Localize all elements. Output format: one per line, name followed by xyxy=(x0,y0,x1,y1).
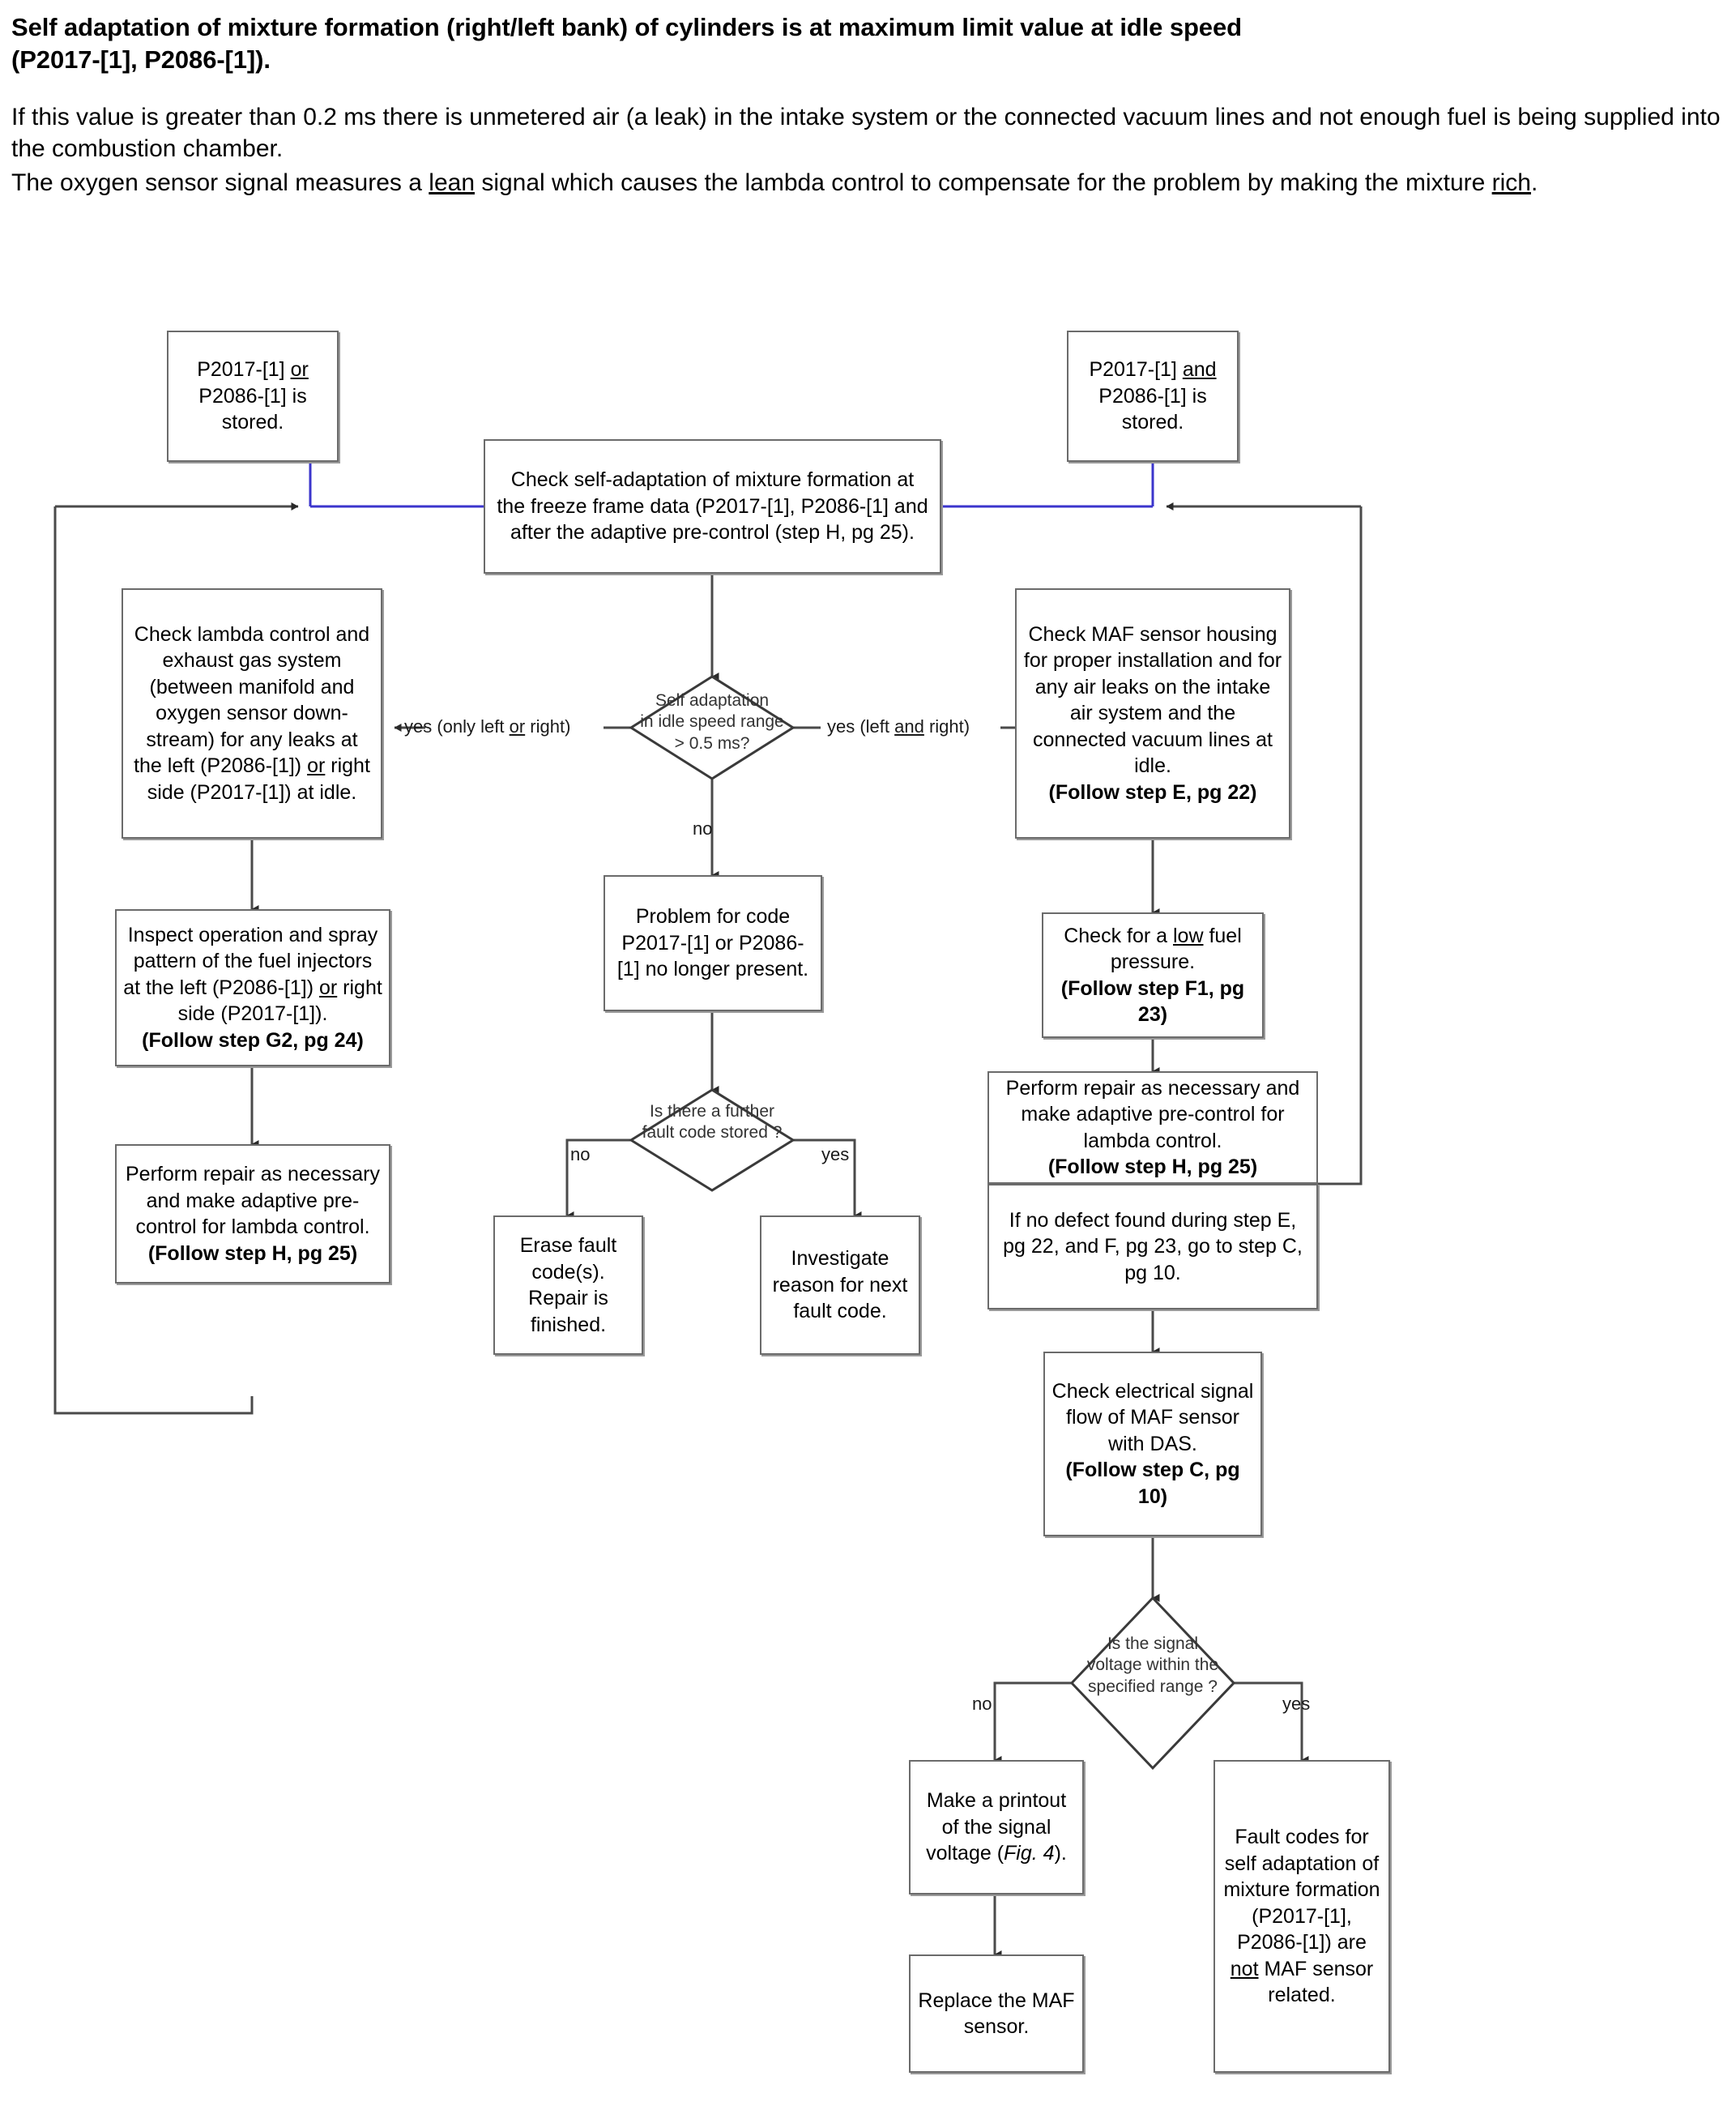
decision2-line2: fault code stored ? xyxy=(642,1123,783,1143)
check-electrical-text: Check electrical signal flow of MAF sens… xyxy=(1051,1379,1254,1455)
node-perform-repair-left[interactable]: Perform repair as necessary and make ada… xyxy=(115,1144,390,1284)
intro-paragraph-1: If this value is greater than 0.2 ms the… xyxy=(11,103,1721,163)
replace-maf-text: Replace the MAF sensor. xyxy=(918,1989,1075,2039)
node-make-printout[interactable]: Make a printout of the signal voltage (F… xyxy=(909,1760,1084,1895)
node-check-self-adaptation[interactable]: Check self-adaptation of mixture formati… xyxy=(484,439,941,574)
edge2-part-b: right) xyxy=(923,716,970,737)
problem-no-longer-text: Problem for code P2017-[1] or P2086-[1] … xyxy=(616,905,809,981)
check-maf-housing-text: Check MAF sensor housing for proper inst… xyxy=(1023,622,1282,778)
erase-fault-codes-text: Erase fault code(s). Repair is finished. xyxy=(519,1234,617,1336)
edge-label-no-self-adaptation: no xyxy=(693,818,713,839)
check-self-adaptation-text: Check self-adaptation of mixture formati… xyxy=(497,468,928,545)
fault-codes-not-maf-text-a: Fault codes for self adaptation of mixtu… xyxy=(1223,1826,1380,1954)
intro-p2-part-c: . xyxy=(1530,169,1538,197)
start-left-line1: P2017-[1] xyxy=(197,358,291,382)
check-maf-housing-followstep: (Follow step E, pg 22) xyxy=(1048,780,1257,804)
node-start-right[interactable]: P2017-[1] and P2086-[1] is stored. xyxy=(1067,331,1239,462)
fault-codes-not-maf-text-b: MAF sensor related. xyxy=(1258,1957,1374,2007)
edge1-part-a: yes (only left xyxy=(404,716,510,737)
edge1-underline-or: or xyxy=(509,716,526,737)
start-left-line2: P2086-[1] is xyxy=(198,384,307,408)
start-right-line3: stored. xyxy=(1121,411,1184,434)
perform-repair-left-followstep: (Follow step H, pg 25) xyxy=(147,1241,358,1265)
check-lambda-underline-or: or xyxy=(307,754,326,778)
make-printout-text-b: ). xyxy=(1054,1842,1067,1865)
edge-label-yes-further-fault: yes xyxy=(821,1144,850,1164)
start-right-line1: P2017-[1] xyxy=(1089,358,1183,382)
node-perform-repair-right[interactable]: Perform repair as necessary and make ada… xyxy=(987,1071,1318,1184)
edge2-underline-and: and xyxy=(894,716,924,737)
intro-paragraph-2: The oxygen sensor signal measures a lean… xyxy=(11,167,1721,199)
node-problem-no-longer-present[interactable]: Problem for code P2017-[1] or P2086-[1] … xyxy=(604,875,822,1011)
intro-p2-underline-lean: lean xyxy=(429,169,475,197)
check-fuel-pressure-underline-low: low xyxy=(1173,924,1204,947)
perform-repair-left-text: Perform repair as necessary and make ada… xyxy=(125,1163,380,1238)
decision3-line2: voltage within the xyxy=(1086,1655,1219,1675)
check-electrical-followstep: (Follow step C, pg 10) xyxy=(1065,1459,1240,1508)
edge2-part-a: yes (left xyxy=(827,716,895,737)
start-right-line2: P2086-[1] is xyxy=(1098,384,1207,408)
decision-further-fault-label: Is there a further fault code stored ? xyxy=(616,1101,808,1144)
start-right-underline-and: and xyxy=(1182,358,1217,382)
node-no-defect-note[interactable]: If no defect found during step E, pg 22,… xyxy=(987,1184,1318,1309)
title-line-1: Self adaptation of mixture formation (ri… xyxy=(11,13,1242,41)
decision1-line3: > 0.5 ms? xyxy=(674,733,750,753)
node-inspect-injectors[interactable]: Inspect operation and spray pattern of t… xyxy=(115,909,390,1066)
edge-label-yes-signal-voltage: yes xyxy=(1282,1694,1311,1714)
make-printout-text-a: Make a printout of the signal voltage ( xyxy=(926,1789,1067,1865)
investigate-reason-text: Investigate reason for next fault code. xyxy=(772,1247,908,1323)
node-check-electrical-signal[interactable]: Check electrical signal flow of MAF sens… xyxy=(1043,1352,1262,1536)
decision3-line1: Is the signal xyxy=(1107,1634,1199,1653)
perform-repair-right-text: Perform repair as necessary and make ada… xyxy=(1005,1076,1300,1152)
check-fuel-pressure-followstep: (Follow step F1, pg 23) xyxy=(1060,976,1245,1027)
decision1-line1: Self adaptation xyxy=(655,691,770,710)
start-left-underline-or: or xyxy=(290,358,309,382)
decision-signal-voltage-label: Is the signal voltage within the specifi… xyxy=(1056,1634,1249,1698)
edge1-part-b: right) xyxy=(525,716,571,737)
intro-text-block: Self adaptation of mixture formation (ri… xyxy=(11,11,1721,199)
edge-label-yes-left-and-right: yes (left and right) xyxy=(827,716,970,737)
start-left-line3: stored. xyxy=(221,411,284,434)
edge-label-yes-only-left-or-right: yes (only left or right) xyxy=(404,716,570,737)
node-check-lambda-control[interactable]: Check lambda control and exhaust gas sys… xyxy=(122,588,382,839)
node-fault-codes-not-maf-related[interactable]: Fault codes for self adaptation of mixtu… xyxy=(1213,1760,1390,2073)
node-investigate-reason[interactable]: Investigate reason for next fault code. xyxy=(760,1215,920,1355)
intro-p2-part-a: The oxygen sensor signal measures a xyxy=(11,169,429,197)
no-defect-note-text: If no defect found during step E, pg 22,… xyxy=(1003,1208,1303,1284)
perform-repair-right-followstep: (Follow step H, pg 25) xyxy=(1047,1156,1258,1178)
page-title: Self adaptation of mixture formation (ri… xyxy=(11,11,1721,77)
node-check-maf-housing[interactable]: Check MAF sensor housing for proper inst… xyxy=(1015,588,1290,839)
inspect-injectors-followstep: (Follow step G2, pg 24) xyxy=(142,1028,364,1052)
fault-codes-underline-not: not xyxy=(1230,1957,1259,1980)
decision2-line1: Is there a further xyxy=(649,1102,775,1121)
make-printout-fig-ref: Fig. 4 xyxy=(1004,1842,1055,1865)
node-check-fuel-pressure[interactable]: Check for a low fuel pressure.(Follow st… xyxy=(1042,912,1264,1038)
intro-p2-underline-rich: rich xyxy=(1491,169,1531,197)
edge-label-no-further-fault: no xyxy=(570,1144,591,1164)
decision1-line2: in idle speed range xyxy=(640,712,784,732)
title-line-2: (P2017-[1], P2086-[1]). xyxy=(11,45,271,75)
inspect-injectors-underline-or: or xyxy=(318,976,338,999)
intro-p2-part-b: signal which causes the lambda control t… xyxy=(475,169,1492,197)
node-erase-fault-codes[interactable]: Erase fault code(s). Repair is finished. xyxy=(493,1215,643,1355)
node-replace-maf-sensor[interactable]: Replace the MAF sensor. xyxy=(909,1954,1084,2073)
check-fuel-pressure-text-a: Check for a xyxy=(1064,924,1173,947)
node-start-left[interactable]: P2017-[1] or P2086-[1] is stored. xyxy=(167,331,339,462)
decision-self-adaptation-label: Self adaptation in idle speed range > 0.… xyxy=(616,690,808,754)
decision3-line3: specified range ? xyxy=(1088,1677,1218,1696)
edge-label-no-signal-voltage: no xyxy=(972,1694,992,1714)
check-fuel-pressure-text-b: fuel pressure. xyxy=(1110,924,1242,974)
